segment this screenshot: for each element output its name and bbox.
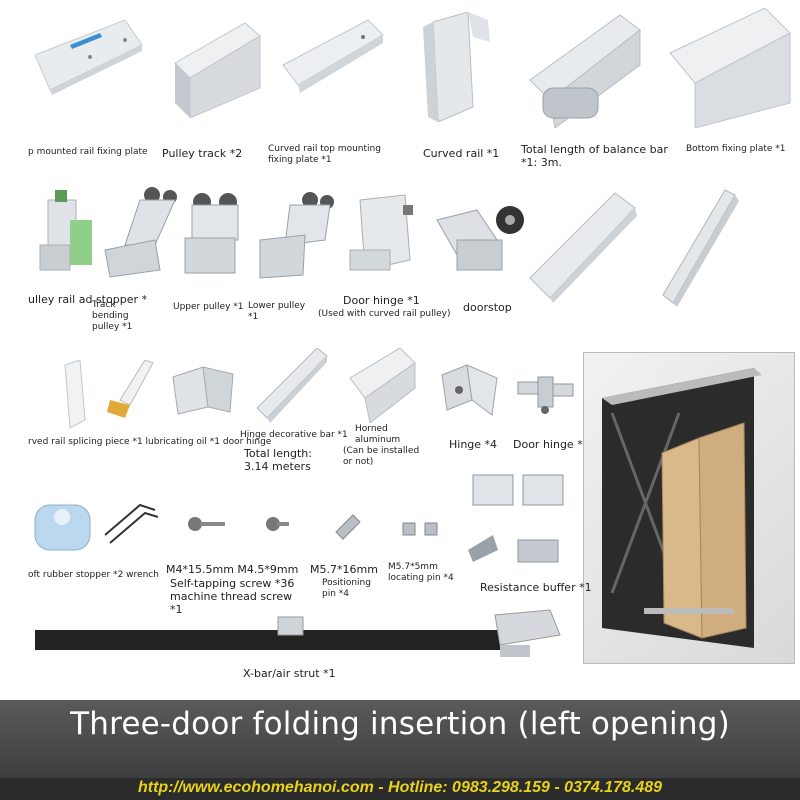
part-label: M4*15.5mm M4.5*9mm xyxy=(166,563,299,576)
part-sublabel: (Can be installed or not) xyxy=(343,446,420,467)
part-label: Track bending pulley *1 xyxy=(92,300,133,332)
resistance-buffer-image xyxy=(468,474,564,563)
soft-rubber-stopper-image xyxy=(34,503,159,551)
part-label: doorstop xyxy=(463,301,512,314)
part-label: M5.7*16mm xyxy=(310,563,378,576)
door-hinge-curved-image xyxy=(349,194,413,271)
part-label: Upper pulley *1 xyxy=(173,302,244,312)
folding-door-cabinet-image xyxy=(602,368,762,648)
cabinet-photo xyxy=(583,352,795,664)
hinge-decorative-bar-image xyxy=(256,348,328,423)
part-sublabel: (Used with curved rail pulley) xyxy=(318,309,451,319)
part-sublabel: locating pin *4 xyxy=(388,573,454,583)
part-label: M5.7*5mm xyxy=(388,562,438,572)
part-label: ulley rail ad stopper * xyxy=(28,293,147,306)
curved-rail-top-plate-image xyxy=(282,19,384,93)
part-label: Curved rail *1 xyxy=(423,147,500,160)
part-label: Door hinge *4 xyxy=(513,438,590,451)
part-label: Total length of balance bar *1: 3m. xyxy=(521,143,668,169)
lower-pulley-image xyxy=(259,192,334,279)
part-label: Bottom fixing plate *1 xyxy=(686,144,786,154)
part-label: Lower pulley *1 xyxy=(248,301,306,322)
top-mounted-rail-fixing-plate-image xyxy=(34,19,142,95)
door-hinge-small-image xyxy=(172,366,234,415)
door-hinge-4-image xyxy=(517,376,574,414)
balance-bar-image xyxy=(529,14,641,128)
part-label: Door hinge *1 xyxy=(343,294,420,307)
narrow-rail-image xyxy=(662,189,739,307)
u-channel-image xyxy=(529,192,637,303)
part-label: Hinge decorative bar *1 xyxy=(240,430,348,440)
part-label: Horned aluminum xyxy=(355,424,401,445)
title-banner xyxy=(0,700,800,778)
part-label: oft rubber stopper *2 wrench xyxy=(28,570,159,580)
lubricating-oil-image xyxy=(107,360,154,418)
hinge-image xyxy=(441,364,498,416)
part-label: Hinge *4 xyxy=(449,438,498,451)
part-sublabel: Self-tapping screw *36 machine thread sc… xyxy=(170,577,295,616)
part-label: Curved rail top mounting fixing plate *1 xyxy=(268,144,381,165)
part-label: Resistance buffer *1 xyxy=(480,581,592,594)
part-sublabel: Positioning pin *4 xyxy=(322,578,371,599)
footer-contact[interactable]: http://www.ecohomehanoi.com - Hotline: 0… xyxy=(137,779,663,796)
pulley-track-image xyxy=(174,22,261,118)
screws-image xyxy=(188,517,289,531)
positioning-pin-image xyxy=(335,514,361,540)
horned-aluminum-image xyxy=(349,348,416,423)
pulley-rail-stopper-image xyxy=(39,190,92,271)
doorstop-image xyxy=(436,206,524,271)
part-label: X-bar/air strut *1 xyxy=(243,667,336,680)
part-label: rved rail splicing piece *1 lubricating … xyxy=(28,437,272,447)
upper-pulley-image xyxy=(184,193,239,274)
banner-title: Three-door folding insertion (left openi… xyxy=(70,706,730,742)
footer-bar xyxy=(0,778,800,800)
part-label: Pulley track *2 xyxy=(162,147,243,160)
locating-pin-image xyxy=(402,522,438,536)
part-sublabel: Total length: 3.14 meters xyxy=(244,447,312,473)
rail-splicing-piece-image xyxy=(64,360,86,429)
curved-rail-image xyxy=(423,12,490,122)
bottom-fixing-plate-image xyxy=(669,8,791,128)
x-bar-image xyxy=(35,609,561,657)
track-bending-pulley-image xyxy=(104,187,177,278)
part-label: p mounted rail fixing plate xyxy=(28,147,148,157)
